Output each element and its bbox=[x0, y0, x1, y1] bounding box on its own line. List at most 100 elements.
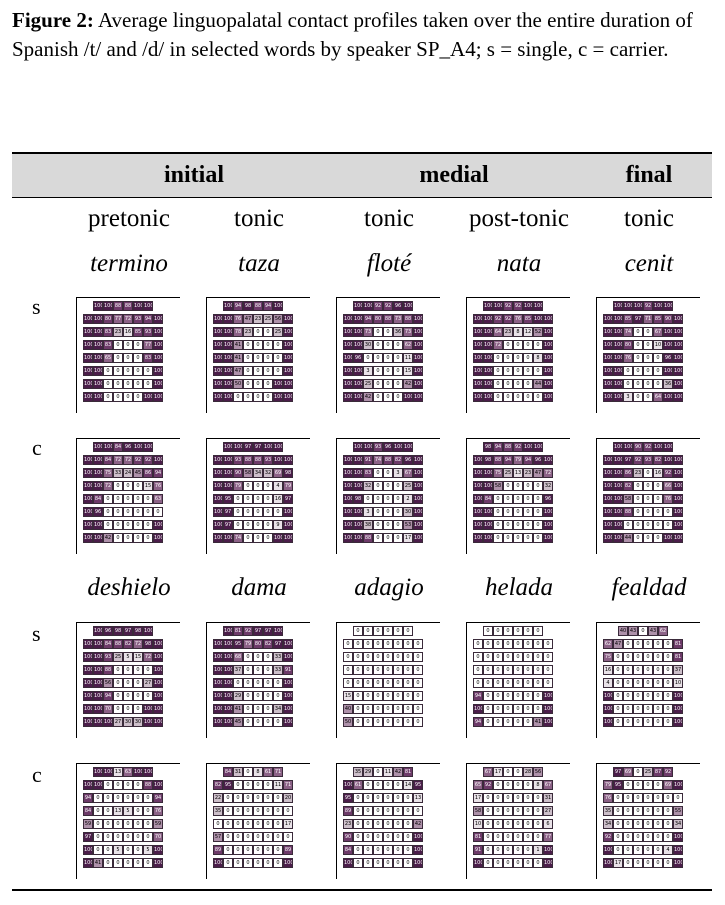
electrode-cell: 100 bbox=[223, 717, 233, 727]
electrode-cell: 34 bbox=[253, 468, 263, 478]
electrode-cell: 100 bbox=[343, 327, 353, 337]
electrode-cell: 100 bbox=[273, 392, 283, 402]
electrode-cell: 94 bbox=[83, 793, 93, 803]
electrode-cell: 0 bbox=[383, 639, 393, 649]
electrode-cell: 100 bbox=[663, 327, 673, 337]
electrode-cell: 0 bbox=[393, 793, 403, 803]
electrode-cell: 0 bbox=[493, 793, 503, 803]
electrode-cell: 100 bbox=[133, 301, 143, 311]
electrode-cell: 0 bbox=[533, 533, 543, 543]
electrode-cell: 96 bbox=[533, 455, 543, 465]
electrode-cell: 0 bbox=[493, 691, 503, 701]
electrode-cell: 15 bbox=[403, 366, 413, 376]
electrode-cell: 100 bbox=[673, 494, 683, 504]
electrode-cell: 0 bbox=[473, 639, 483, 649]
electrode-cell: 79 bbox=[603, 780, 613, 790]
panel-frame-left bbox=[466, 622, 467, 738]
electrode-cell: 0 bbox=[513, 494, 523, 504]
electrode-cell: 11 bbox=[403, 353, 413, 363]
electrode-cell: 0 bbox=[393, 691, 403, 701]
electrode-cell: 92 bbox=[633, 455, 643, 465]
electrode-cell: 98 bbox=[113, 626, 123, 636]
electrode-cell: 81 bbox=[673, 639, 683, 649]
electrode-cell: 100 bbox=[153, 314, 163, 324]
electrode-cell: 0 bbox=[643, 520, 653, 530]
electrode-cell: 30 bbox=[403, 507, 413, 517]
electrode-cell: 81 bbox=[233, 626, 243, 636]
electrode-cell: 100 bbox=[483, 340, 493, 350]
electrode-cell: 0 bbox=[123, 793, 133, 803]
electrode-cell: 98 bbox=[483, 455, 493, 465]
electrode-cell: 0 bbox=[623, 793, 633, 803]
electrode-cell: 100 bbox=[673, 533, 683, 543]
electrode-cell: 0 bbox=[403, 717, 413, 727]
electrode-cell: 100 bbox=[473, 533, 483, 543]
electrode-cell: 100 bbox=[353, 340, 363, 350]
electrode-cell: 100 bbox=[93, 626, 103, 636]
electrode-cell: 100 bbox=[623, 442, 633, 452]
electrode-cell: 100 bbox=[543, 455, 553, 465]
electrode-cell: 100 bbox=[673, 327, 683, 337]
electrode-cell: 0 bbox=[383, 845, 393, 855]
electrode-cell: 0 bbox=[403, 845, 413, 855]
electrode-cell: 100 bbox=[473, 327, 483, 337]
electrode-cell: 61 bbox=[263, 767, 273, 777]
electrode-cell: 59 bbox=[153, 819, 163, 829]
electrode-cell: 100 bbox=[353, 455, 363, 465]
electrode-cell: 0 bbox=[223, 832, 233, 842]
electrode-cell: 0 bbox=[543, 652, 553, 662]
panel-frame-left bbox=[206, 438, 207, 554]
electrode-cell: 0 bbox=[643, 858, 653, 868]
electrode-cell: 0 bbox=[373, 793, 383, 803]
electrode-cell: 100 bbox=[233, 442, 243, 452]
electrode-cell: 0 bbox=[133, 832, 143, 842]
electrode-cell: 0 bbox=[483, 793, 493, 803]
electrode-cell: 0 bbox=[523, 704, 533, 714]
electrode-cell: 0 bbox=[233, 819, 243, 829]
electrode-cell: 100 bbox=[353, 392, 363, 402]
electrode-cell: 100 bbox=[403, 392, 413, 402]
electrode-cell: 0 bbox=[353, 832, 363, 842]
electrode-cell: 100 bbox=[603, 481, 613, 491]
word-dama: dama bbox=[231, 574, 287, 601]
electrode-cell: 0 bbox=[493, 520, 503, 530]
electrode-cell: 100 bbox=[603, 340, 613, 350]
electrode-cell: 0 bbox=[113, 366, 123, 376]
electrode-cell: 0 bbox=[653, 691, 663, 701]
electrode-cell: 0 bbox=[123, 691, 133, 701]
electrode-cell: 0 bbox=[373, 494, 383, 504]
electrode-cell: 0 bbox=[353, 717, 363, 727]
electrode-cell: 82 bbox=[213, 780, 223, 790]
electrode-cell: 100 bbox=[213, 520, 223, 530]
electrode-cell: 0 bbox=[113, 793, 123, 803]
electrode-cell: 0 bbox=[643, 392, 653, 402]
electrode-cell: 100 bbox=[213, 639, 223, 649]
electrode-cell: 100 bbox=[603, 314, 613, 324]
electrode-cell: 0 bbox=[263, 353, 273, 363]
electrode-cell: 16 bbox=[653, 468, 663, 478]
electrode-cell: 3 bbox=[623, 392, 633, 402]
electrode-cell: 88 bbox=[243, 455, 253, 465]
electrode-cell: 0 bbox=[373, 507, 383, 517]
electrode-cell: 100 bbox=[353, 301, 363, 311]
electrode-cell: 0 bbox=[653, 819, 663, 829]
electrode-cell: 27 bbox=[543, 806, 553, 816]
table-top-rule bbox=[12, 152, 712, 154]
electrode-cell: 100 bbox=[473, 520, 483, 530]
electrode-cell: 100 bbox=[673, 392, 683, 402]
electrode-cell: 0 bbox=[643, 481, 653, 491]
electrode-cell: 71 bbox=[273, 767, 283, 777]
electrode-cell: 100 bbox=[673, 691, 683, 701]
table-header-rule bbox=[12, 197, 712, 198]
electrode-cell: 0 bbox=[383, 392, 393, 402]
electrode-cell: 0 bbox=[363, 793, 373, 803]
electrode-cell: 100 bbox=[413, 353, 423, 363]
electrode-cell: 100 bbox=[223, 481, 233, 491]
electrode-cell: 0 bbox=[513, 678, 523, 688]
electrode-cell: 0 bbox=[633, 845, 643, 855]
electrode-cell: 0 bbox=[483, 626, 493, 636]
electrode-cell: 0 bbox=[133, 533, 143, 543]
electrode-cell: 0 bbox=[393, 639, 403, 649]
